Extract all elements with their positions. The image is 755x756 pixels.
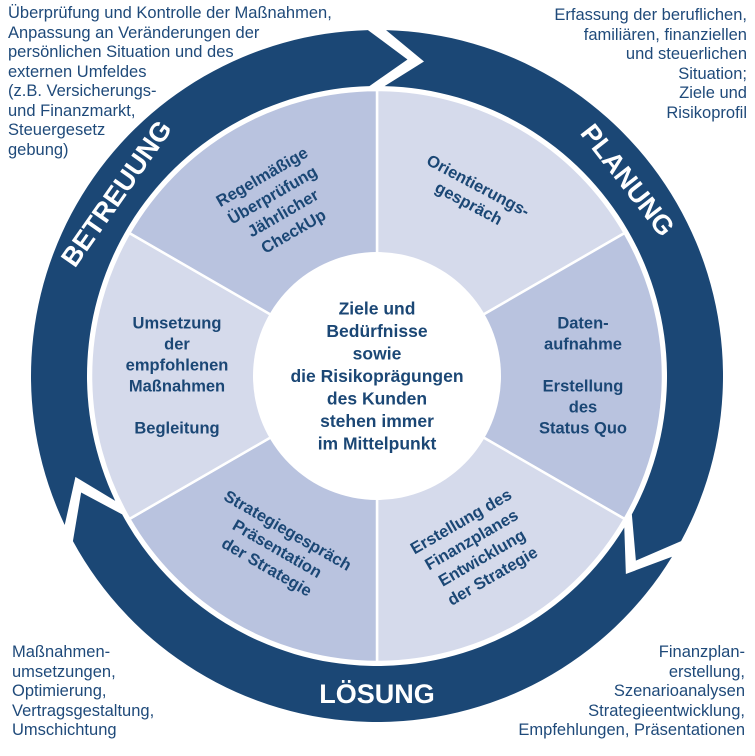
note-loesung-right: Finanzplan- erstellung, Szenarioanalysen…	[518, 643, 745, 739]
center-circle	[253, 252, 501, 500]
phase-ring	[31, 30, 724, 722]
center-line: im Mittelpunkt	[318, 434, 437, 454]
note-loesung-left: Maßnahmen- umsetzungen, Optimierung, Ver…	[12, 643, 155, 739]
segment-label-line: empfohlenen	[126, 357, 229, 375]
note-planung: Erfassung der beruflichen, familiären, f…	[554, 6, 747, 122]
segment-label-line: Begleitung	[134, 420, 219, 438]
segment-label-line: Status Quo	[539, 420, 627, 438]
segment-label-line: aufnahme	[544, 336, 622, 354]
segment-label-line: der	[164, 336, 190, 354]
segment-ring	[89, 88, 665, 664]
phase-arc-planung	[384, 30, 724, 561]
segment-label-line: Erstellung	[543, 378, 624, 396]
segment-label-line: Daten-	[557, 315, 608, 333]
center-line: Bedürfnisse	[326, 321, 427, 341]
phase-arc-betreuung	[31, 30, 408, 525]
segment-label-line: des	[569, 399, 597, 417]
center-line: stehen immer	[320, 411, 434, 431]
segment-label-line: Maßnahmen	[129, 378, 225, 396]
phase-arc-loesung	[72, 492, 673, 722]
center-line: sowie	[353, 344, 402, 364]
center-line: die Risikoprägungen	[290, 366, 463, 386]
phase-label-loesung: LÖSUNG	[319, 679, 435, 709]
center-line: des Kunden	[327, 389, 427, 409]
center-line: Ziele und	[339, 299, 416, 319]
note-betreuung: Überprüfung und Kontrolle der Maßnahmen,…	[8, 4, 332, 159]
segment-label-umsetzung: Umsetzung der empfohlenenMaßnahmenBegleitu…	[126, 315, 229, 438]
segment-label-line: Umsetzung	[133, 315, 222, 333]
